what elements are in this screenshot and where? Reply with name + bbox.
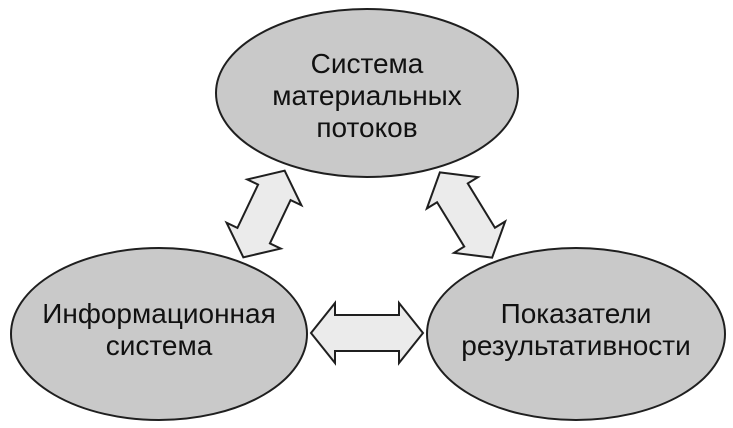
node-label-material-flows-system: Система материальных потоков: [272, 48, 462, 143]
node-ellipse-material-flows-system: [215, 8, 519, 178]
node-label-performance-indicators: Показатели результативности: [461, 298, 691, 361]
node-label-information-system: Информационная система: [42, 298, 276, 361]
double-arrow-top-to-left: [224, 169, 304, 259]
double-arrow-top-to-right: [424, 171, 508, 259]
node-ellipse-information-system: [10, 247, 308, 421]
node-ellipse-performance-indicators: [426, 247, 726, 421]
double-arrow-left-to-right: [309, 300, 425, 366]
